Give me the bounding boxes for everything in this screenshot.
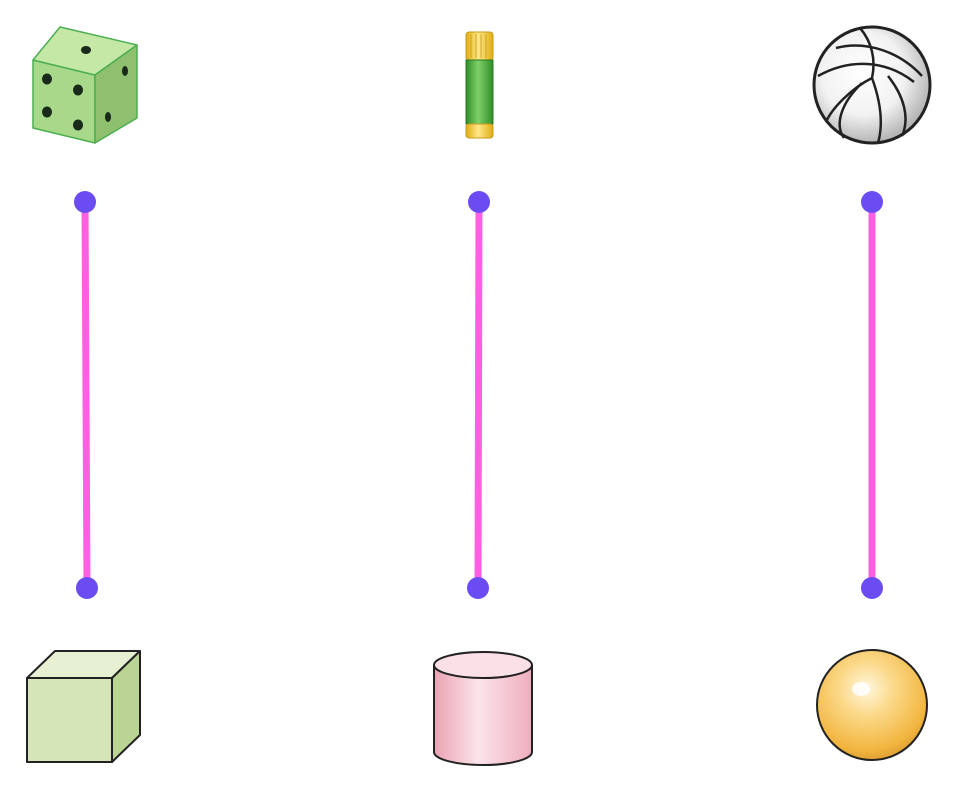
glue-stick-icon [465,31,494,139]
cylinder-shape-icon [433,651,533,766]
match-line-ball-sphere [861,191,883,599]
volleyball-icon [812,25,932,145]
match-line-glue-cylinder [467,191,490,599]
line-endpoint-dot [861,577,883,599]
line-endpoint-dot [74,191,96,213]
line-endpoint-dot [468,191,490,213]
line-endpoint-dot [467,577,489,599]
line-endpoint-dot [76,577,98,599]
sphere-shape-icon [816,649,928,761]
match-line-die-cube [74,191,98,599]
line-endpoint-dot [861,191,883,213]
die-icon [32,26,138,144]
cube-shape-icon [26,650,141,763]
